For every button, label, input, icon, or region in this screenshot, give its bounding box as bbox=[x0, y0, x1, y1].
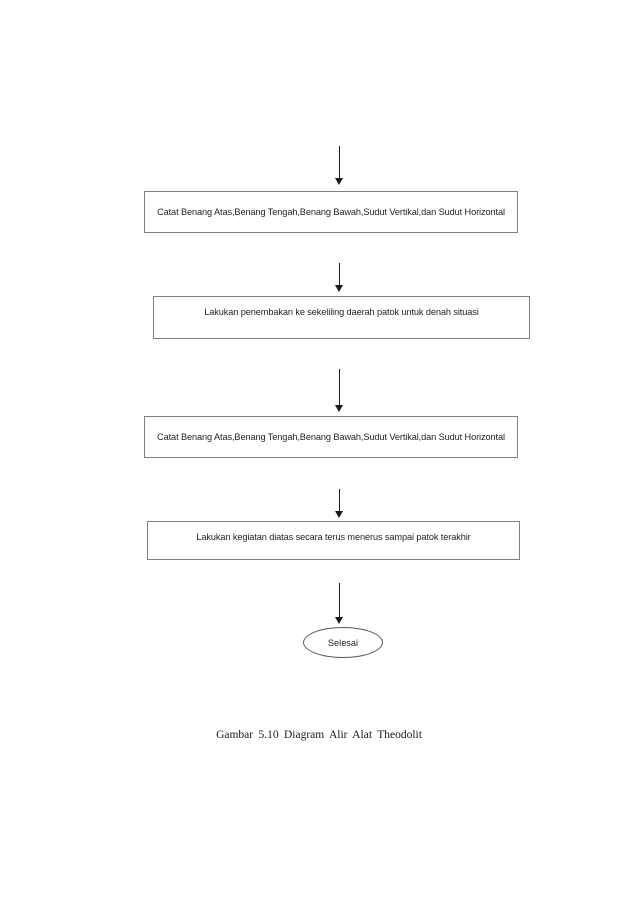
arrow-head-icon bbox=[335, 285, 343, 292]
arrow-shaft bbox=[339, 583, 340, 617]
flowchart-node-sight[interactable]: Lakukan penembakan ke sekeliling daerah … bbox=[153, 296, 530, 339]
arrow-shaft bbox=[339, 263, 340, 285]
arrow-head-icon bbox=[335, 405, 343, 412]
arrow-record-1-to-sight bbox=[334, 263, 345, 292]
flowchart-node-record-1[interactable]: Catat Benang Atas,Benang Tengah,Benang B… bbox=[144, 191, 518, 233]
flowchart-node-label: Catat Benang Atas,Benang Tengah,Benang B… bbox=[157, 206, 505, 217]
flowchart-node-repeat[interactable]: Lakukan kegiatan diatas secara terus men… bbox=[147, 521, 520, 560]
figure-caption: Gambar 5.10 Diagram Alir Alat Theodolit bbox=[216, 729, 422, 741]
flowchart-node-record-2[interactable]: Catat Benang Atas,Benang Tengah,Benang B… bbox=[144, 416, 518, 458]
arrow-shaft bbox=[339, 489, 340, 511]
flowchart-node-label: Catat Benang Atas,Benang Tengah,Benang B… bbox=[157, 431, 505, 442]
flowchart-node-label: Lakukan penembakan ke sekeliling daerah … bbox=[204, 307, 479, 317]
arrow-record-2-to-repeat bbox=[334, 489, 345, 518]
arrow-head-icon bbox=[335, 617, 343, 624]
flowchart-node-label: Lakukan kegiatan diatas secara terus men… bbox=[196, 532, 471, 542]
arrow-into-record-1 bbox=[334, 146, 345, 185]
flowchart-node-end[interactable]: Selesai bbox=[303, 627, 383, 658]
arrow-sight-to-record-2 bbox=[334, 369, 345, 412]
arrow-shaft bbox=[339, 146, 340, 178]
arrow-head-icon bbox=[335, 511, 343, 518]
arrow-head-icon bbox=[335, 178, 343, 185]
arrow-shaft bbox=[339, 369, 340, 405]
arrow-repeat-to-end bbox=[334, 583, 345, 624]
flowchart-node-label: Selesai bbox=[327, 637, 359, 648]
